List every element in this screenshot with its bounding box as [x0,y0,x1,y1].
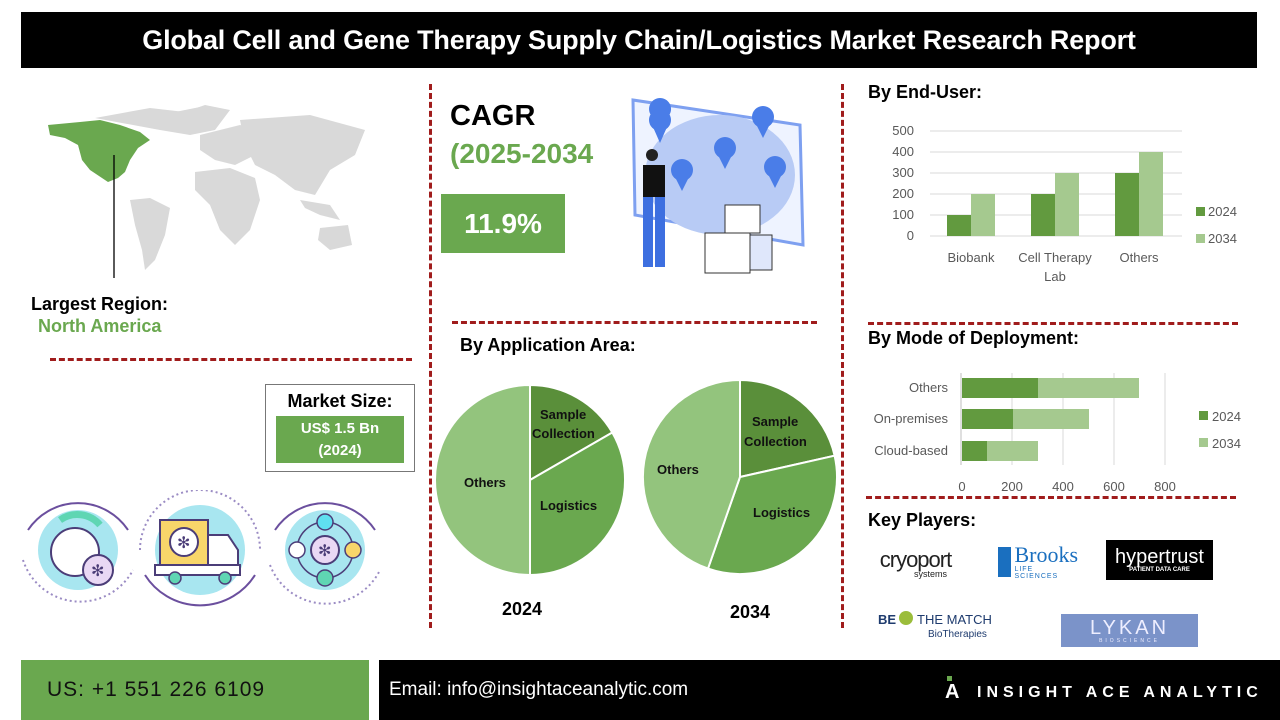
logo-hypertrust: hypertrust PATIENT DATA CARE [1106,540,1213,580]
svg-text:Cloud-based: Cloud-based [874,443,948,458]
pie-2024: Sample Collection Logistics Others [434,383,627,577]
svg-text:Biobank: Biobank [948,250,995,265]
svg-text:500: 500 [892,123,914,138]
footer-bar: Email: info@insightaceanalytic.com A INS… [379,660,1280,720]
cold-chain-icons: ✻ ✻ ✻ [22,490,381,607]
svg-text:Sample: Sample [540,407,586,422]
svg-text:Collection: Collection [744,434,807,449]
cagr-years: (2025-2034 [450,138,594,169]
svg-text:Logistics: Logistics [540,498,597,513]
logistics-illustration [631,98,805,274]
svg-text:Sample: Sample [752,414,798,429]
divider-vertical-left [429,84,432,628]
svg-text:Cell Therapy: Cell Therapy [1018,250,1092,265]
svg-text:Collection: Collection [532,426,595,441]
end-user-bar-chart: 500 400 300 200 100 0 Biobank Cell TherapyLa… [892,123,1237,284]
divider-vertical-right [841,84,844,628]
logo-be-the-match: BE THE MATCH BioTherapies [878,608,993,644]
svg-text:300: 300 [892,165,914,180]
deployment-title: By Mode of Deployment: [868,328,1080,348]
logo-btm-name: THE MATCH [917,612,992,627]
svg-text:2024: 2024 [1208,204,1237,219]
svg-text:Lab: Lab [1044,269,1066,284]
logo-brooks-name: Brooks [1014,542,1078,567]
svg-text:✻: ✻ [318,543,331,560]
footer-email[interactable]: Email: info@insightaceanalytic.com [389,679,689,700]
svg-text:2034: 2034 [1212,436,1241,451]
logo-btm-be: BE [878,612,897,627]
logo-cryoport: cryoport systems [868,543,963,583]
insight-ace-logo-icon: A [945,676,959,706]
clock-snowflake-icon: ✻ [22,502,134,603]
logo-cryoport-name: cryoport [879,547,952,572]
svg-text:Others: Others [464,475,506,490]
divider-end-user [868,322,1238,325]
pie-2024-year: 2024 [502,599,543,619]
logo-hypertrust-sub: PATIENT DATA CARE [1129,567,1190,573]
svg-text:600: 600 [1103,479,1125,494]
logo-brooks: Brooks LIFE SCIENCES [998,543,1078,581]
svg-text:2034: 2034 [1208,231,1237,246]
world-map [48,105,365,278]
svg-text:100: 100 [892,207,914,222]
refrigerated-truck-icon: ✻ [139,490,261,607]
btm-mark-icon [899,611,913,625]
largest-region-value: North America [38,316,162,336]
svg-text:400: 400 [892,144,914,159]
svg-text:✻: ✻ [177,535,190,552]
logo-lykan: LYKAN BIOSCIENCE [1061,614,1198,647]
largest-region-label: Largest Region: [31,294,169,314]
cagr-title: CAGR [450,100,536,132]
logo-hypertrust-name: hypertrust [1115,546,1204,568]
divider-cagr [452,321,817,324]
svg-text:400: 400 [1052,479,1074,494]
logo-lykan-sub: BIOSCIENCE [1099,637,1160,644]
market-size-amount: US$ 1.5 Bn [300,420,380,437]
cold-chain-cycle-icon: ✻ [269,502,381,605]
svg-text:On-premises: On-premises [874,411,949,426]
svg-text:Others: Others [1119,250,1159,265]
svg-text:✻: ✻ [91,563,104,580]
logo-btm-sub: BioTherapies [928,629,987,640]
svg-text:0: 0 [958,479,965,494]
logo-cryoport-sub: systems [913,569,947,579]
report-title: Global Cell and Gene Therapy Supply Chai… [21,12,1257,68]
divider-deployment [866,496,1236,499]
end-user-title: By End-User: [868,82,983,102]
footer-brand: INSIGHT ACE ANALYTIC [977,684,1263,701]
market-size-card: Market Size: US$ 1.5 Bn (2024) [265,384,415,472]
application-area-title: By Application Area: [460,335,636,355]
divider-region [50,358,412,361]
key-players-title: Key Players: [868,510,977,530]
pie-2034: Sample Collection Logistics Others [641,380,838,576]
brooks-mark-icon [998,547,1012,577]
pie-2034-year: 2034 [730,602,771,622]
cagr-value: 11.9% [441,194,565,253]
application-area-pies: Sample Collection Logistics Others Sampl… [434,380,838,577]
svg-text:Others: Others [909,380,949,395]
footer-phone[interactable]: US: +1 551 226 6109 [21,660,369,720]
svg-text:0: 0 [907,228,914,243]
svg-text:200: 200 [1001,479,1023,494]
svg-text:Logistics: Logistics [753,505,810,520]
market-size-value: US$ 1.5 Bn (2024) [276,416,404,463]
market-size-label: Market Size: [287,391,393,411]
svg-text:Others: Others [657,462,699,477]
logo-brooks-sub: LIFE SCIENCES [1014,566,1059,580]
logo-lykan-name: LYKAN [1089,616,1170,639]
svg-text:200: 200 [892,186,914,201]
svg-text:800: 800 [1154,479,1176,494]
svg-text:2024: 2024 [1212,409,1241,424]
market-size-year: (2024) [318,442,362,459]
